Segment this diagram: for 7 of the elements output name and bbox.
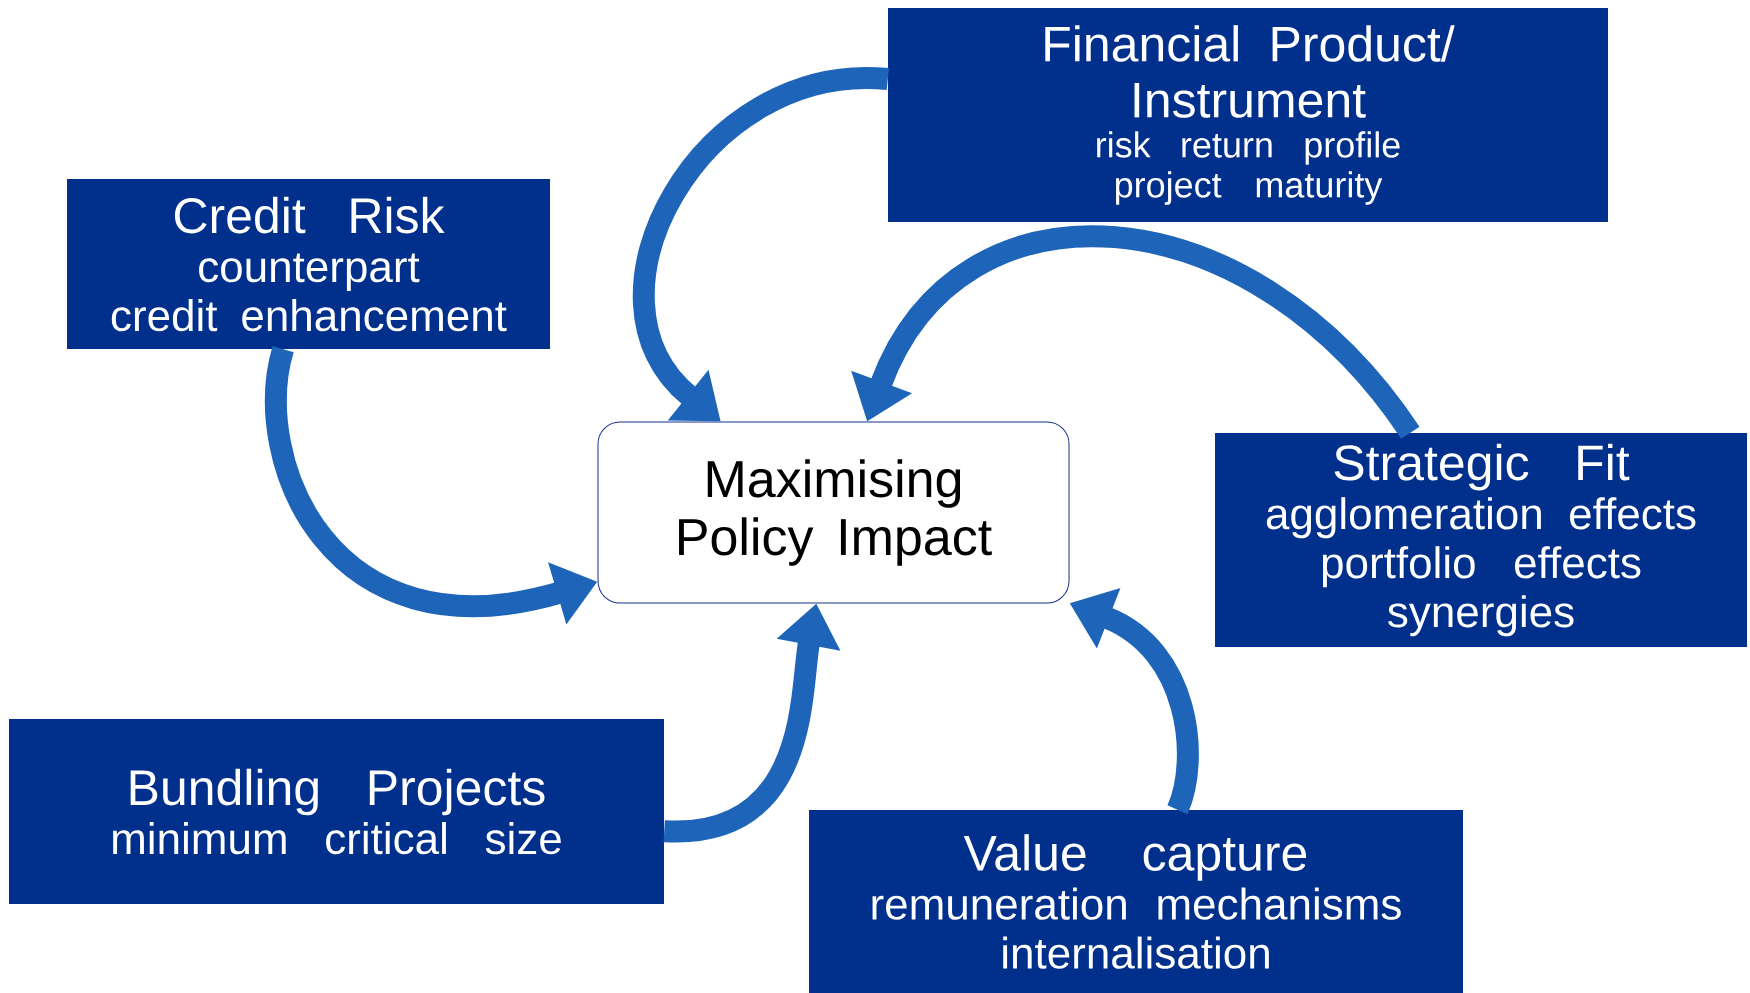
- curved-arrow: [633, 68, 888, 422]
- process-box: Strategic Fit agglomeration effects portfolio effects synergies: [1215, 433, 1747, 647]
- process-box: Financial Product/ Instrument risk return profile project maturity: [888, 8, 1608, 222]
- goal-box: Maximising Policy Impact: [597, 421, 1070, 604]
- process-box: Bundling Projects minimum critical size: [9, 719, 664, 904]
- process-box: Value capture remuneration mechanisms internalisation: [809, 810, 1463, 993]
- process-box: Credit Risk counterpart credit enhancement: [67, 179, 550, 349]
